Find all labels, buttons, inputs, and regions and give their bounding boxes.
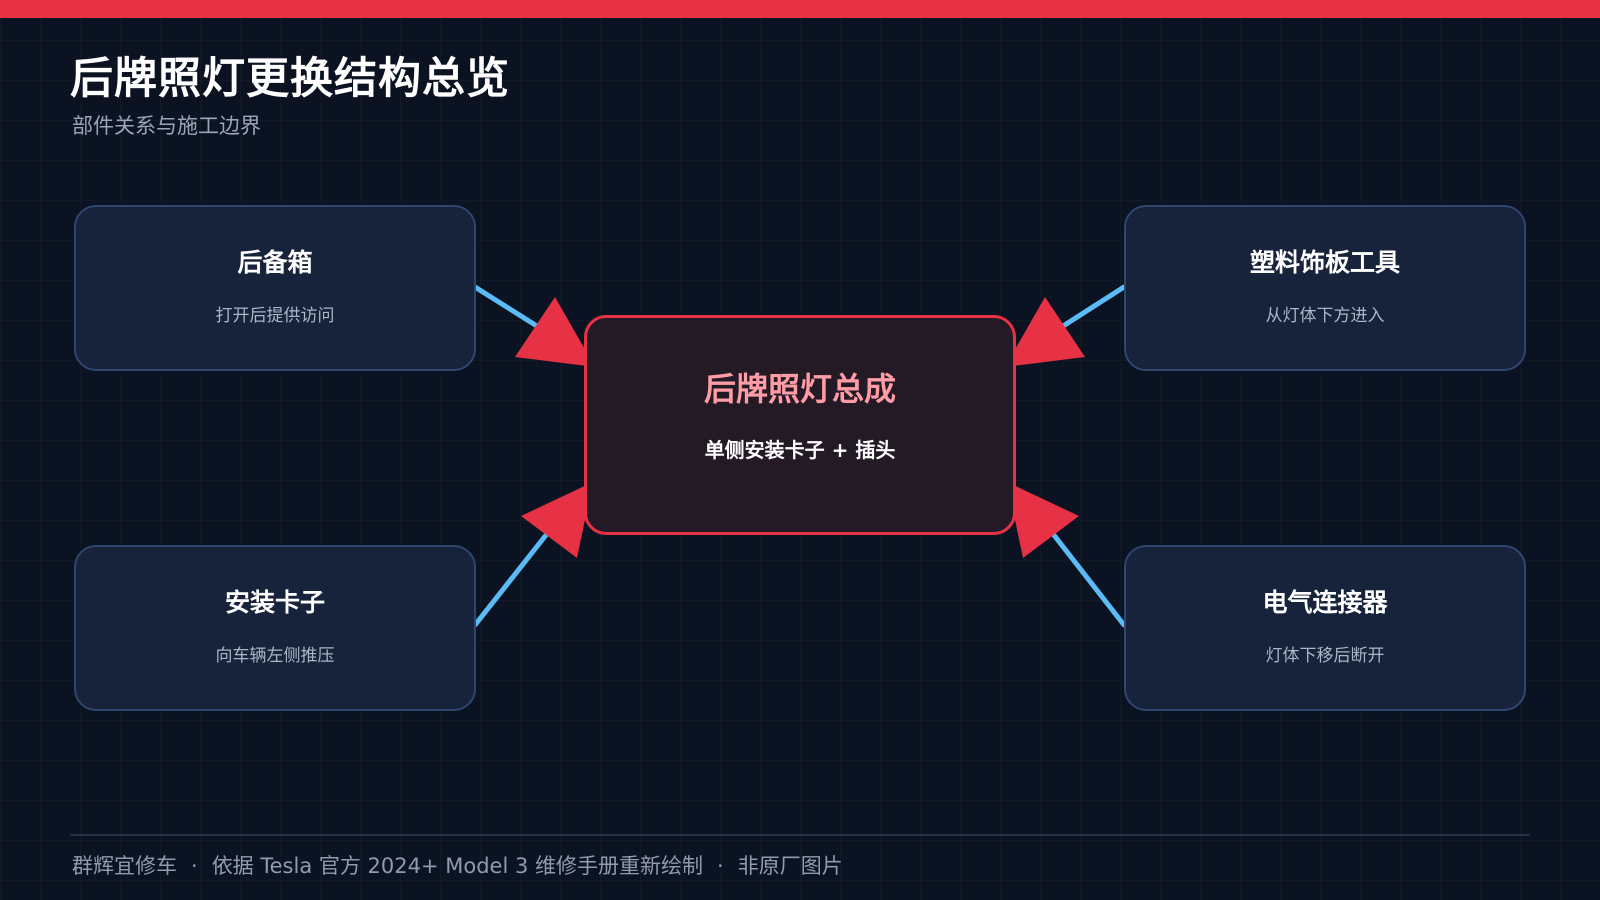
footer-note: 非原厂图片	[737, 854, 843, 878]
node-connector: 电气连接器 灯体下移后断开	[1124, 545, 1526, 711]
footer: 群辉宜修车 · 依据 Tesla 官方 2024+ Model 3 维修手册重新绘制…	[72, 850, 843, 880]
page-title: 后牌照灯更换结构总览	[70, 54, 510, 104]
node-trim-tool-title: 塑料饰板工具	[1249, 248, 1400, 277]
node-trunk: 后备箱 打开后提供访问	[74, 205, 476, 371]
page-subtitle: 部件关系与施工边界	[72, 114, 261, 138]
node-trim-tool-desc: 从灯体下方进入	[1265, 306, 1385, 326]
node-connector-desc: 灯体下移后断开	[1265, 646, 1385, 666]
center-desc: 单侧安装卡子 + 插头	[704, 438, 896, 462]
connector-line-trunk	[472, 284, 543, 331]
connector-line-clip	[472, 527, 553, 628]
node-clip-desc: 向车辆左侧推压	[215, 646, 335, 666]
node-trim-tool: 塑料饰板工具 从灯体下方进入	[1124, 205, 1526, 371]
connector-line-trim-tool	[1057, 284, 1127, 331]
node-clip: 安装卡子 向车辆左侧推压	[74, 545, 476, 711]
node-trunk-desc: 打开后提供访问	[215, 306, 335, 326]
connector-line-connector	[1047, 527, 1127, 628]
footer-brand: 群辉宜修车	[72, 854, 177, 878]
center-title: 后牌照灯总成	[703, 370, 896, 408]
footer-separator: ·	[191, 854, 198, 878]
footer-source: 依据 Tesla 官方 2024+ Model 3 维修手册重新绘制	[211, 854, 704, 878]
arrowhead-trim-tool	[1005, 297, 1085, 367]
top-accent-bar	[0, 0, 1600, 18]
node-center-assembly: 后牌照灯总成 单侧安装卡子 + 插头	[584, 315, 1016, 535]
arrowhead-clip	[521, 482, 593, 558]
arrowhead-trunk	[515, 297, 595, 367]
node-clip-title: 安装卡子	[224, 588, 325, 617]
node-connector-title: 电气连接器	[1262, 588, 1388, 617]
footer-divider	[70, 834, 1530, 836]
node-trunk-title: 后备箱	[237, 248, 313, 277]
footer-separator: ·	[717, 854, 724, 878]
arrowhead-connector	[1007, 482, 1079, 558]
